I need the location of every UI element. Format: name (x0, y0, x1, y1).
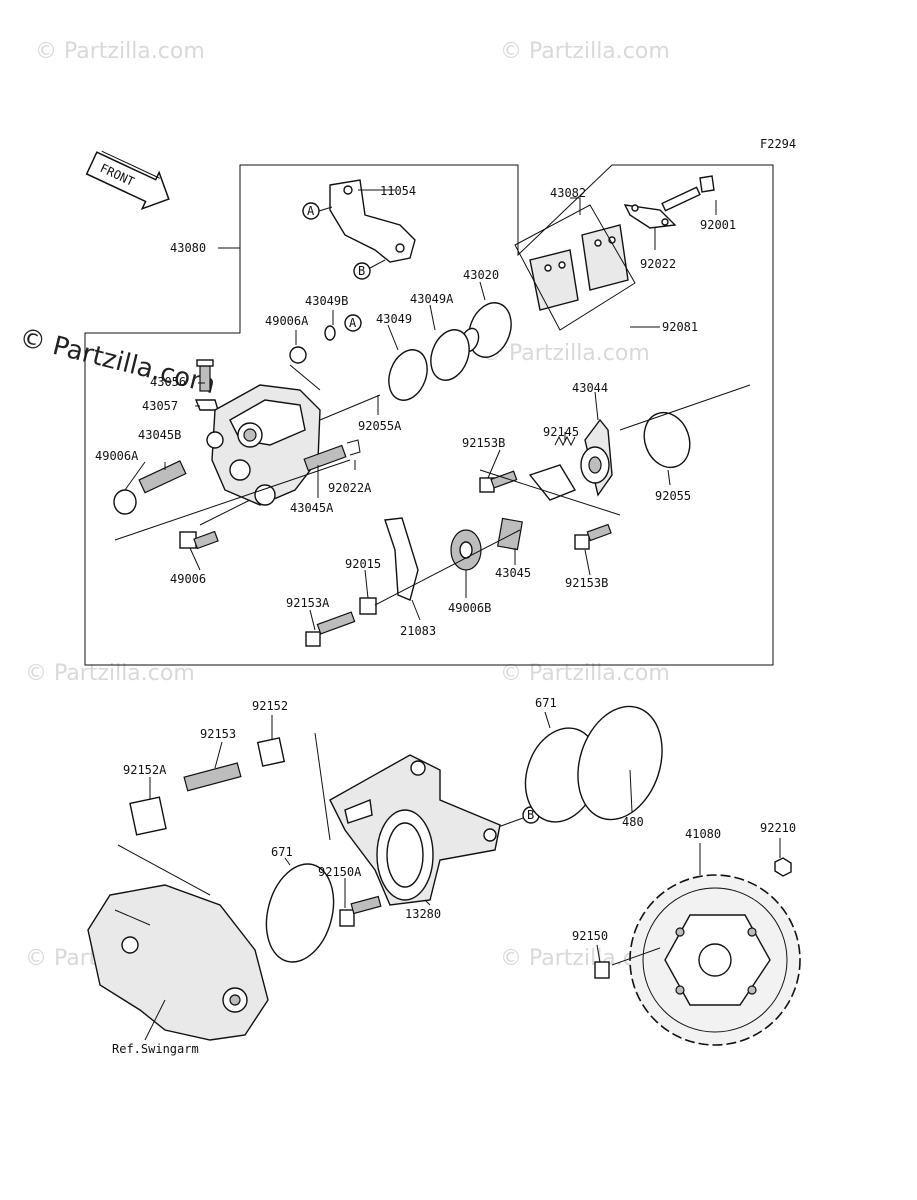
part-label: 43082 (550, 186, 586, 200)
svg-text:B: B (358, 264, 365, 278)
part-label: 43056 (150, 375, 186, 389)
nut-part (359, 597, 377, 615)
dust-seal-part (388, 349, 428, 401)
front-arrow-icon: FRONT (85, 150, 170, 211)
part-label: 92150A (318, 865, 362, 879)
caliper-bracket-part (329, 179, 416, 263)
part-label: 92153B (565, 576, 608, 590)
part-label: 43049A (410, 292, 454, 306)
collar-part (129, 796, 167, 836)
bolt-part (574, 523, 612, 550)
svg-text:A: A (349, 316, 357, 330)
part-label: 43045 (495, 566, 531, 580)
caliper-body-part (206, 384, 321, 506)
part-label: 43080 (170, 241, 206, 255)
part-label: 49006 (170, 572, 206, 586)
nut-part (774, 857, 792, 877)
bolt-part (479, 470, 518, 493)
snap-ring-part (577, 705, 663, 821)
part-label: 92153 (200, 727, 236, 741)
arm-part (384, 517, 419, 601)
callout-a-icon: A (302, 202, 333, 220)
part-label: 671 (535, 696, 557, 710)
slide-pin-part (138, 460, 187, 494)
part-label: 21083 (400, 624, 436, 638)
watermark-text: © Partzilla.com (480, 341, 650, 366)
leader-lines (124, 189, 781, 963)
stud-part (183, 762, 242, 792)
part-label: 92055A (358, 419, 402, 433)
caliper-holder-part (329, 754, 501, 906)
collar-part (256, 737, 286, 767)
boot-part (289, 346, 307, 364)
part-label: 43049B (305, 294, 348, 308)
part-label: 49006A (95, 449, 139, 463)
part-label: 92022 (640, 257, 676, 271)
part-label: 43045B (138, 428, 181, 442)
bolt-part (661, 175, 715, 212)
part-label: 92001 (700, 218, 736, 232)
part-label: 480 (622, 815, 644, 829)
part-label: 92153A (286, 596, 330, 610)
swingarm-ref-part (87, 884, 269, 1041)
part-label: 92152A (123, 763, 167, 777)
adjuster-part (497, 517, 523, 551)
watermark-text: © Partzilla.com (500, 39, 670, 64)
o-ring-part (643, 411, 691, 469)
brake-pads-part (529, 224, 629, 311)
watermark-text: © Partzilla.com (35, 39, 205, 64)
bolt-part (594, 961, 610, 979)
part-label: 43020 (463, 268, 499, 282)
part-label: 92145 (543, 425, 579, 439)
part-label: 92015 (345, 557, 381, 571)
part-label: 92055 (655, 489, 691, 503)
part-label: 13280 (405, 907, 441, 921)
bleeder-valve-part (196, 359, 214, 392)
part-label: 92022A (328, 481, 372, 495)
bolt-part (179, 530, 219, 550)
svg-text:A: A (307, 204, 315, 218)
part-label: 92210 (760, 821, 796, 835)
figure-code: F2294 (760, 137, 796, 151)
part-label: 92153B (462, 436, 505, 450)
part-label: 92152 (252, 699, 288, 713)
part-label: 92150 (572, 929, 608, 943)
lever-arm-part (528, 464, 577, 501)
part-label: 43045A (290, 501, 334, 515)
part-label: 43057 (142, 399, 178, 413)
part-labels: 43080 11054 43082 92001 92022 43020 4304… (95, 184, 796, 1056)
caliper-assembly-outline (84, 164, 774, 666)
bushing-part (113, 489, 137, 515)
part-label: 49006B (448, 601, 491, 615)
pad-pin-plate-part (623, 204, 677, 229)
callout-a-icon: A (344, 314, 362, 332)
part-label: 43049 (376, 312, 412, 326)
slide-pin-part (303, 444, 347, 472)
part-label: 11054 (380, 184, 416, 198)
svg-text:B: B (527, 808, 534, 822)
bleeder-cap-part (194, 399, 219, 411)
part-label: 49006A (265, 314, 309, 328)
part-label: 671 (271, 845, 293, 859)
parking-lever-part (580, 418, 613, 497)
piston-seal-part (430, 329, 470, 381)
bolt-part (305, 611, 356, 647)
part-label: 41080 (685, 827, 721, 841)
part-label: 43044 (572, 381, 608, 395)
clip-part (346, 439, 361, 456)
brake-disc-part (629, 874, 801, 1046)
copyright-text: © Partzilla.com (16, 323, 218, 401)
bolt-part (339, 895, 382, 927)
o-ring-part (324, 325, 336, 341)
ref-swingarm-label: Ref.Swingarm (112, 1042, 199, 1056)
part-label: 92081 (662, 320, 698, 334)
callout-b-icon: B (353, 259, 386, 280)
o-ring-part (265, 863, 335, 963)
